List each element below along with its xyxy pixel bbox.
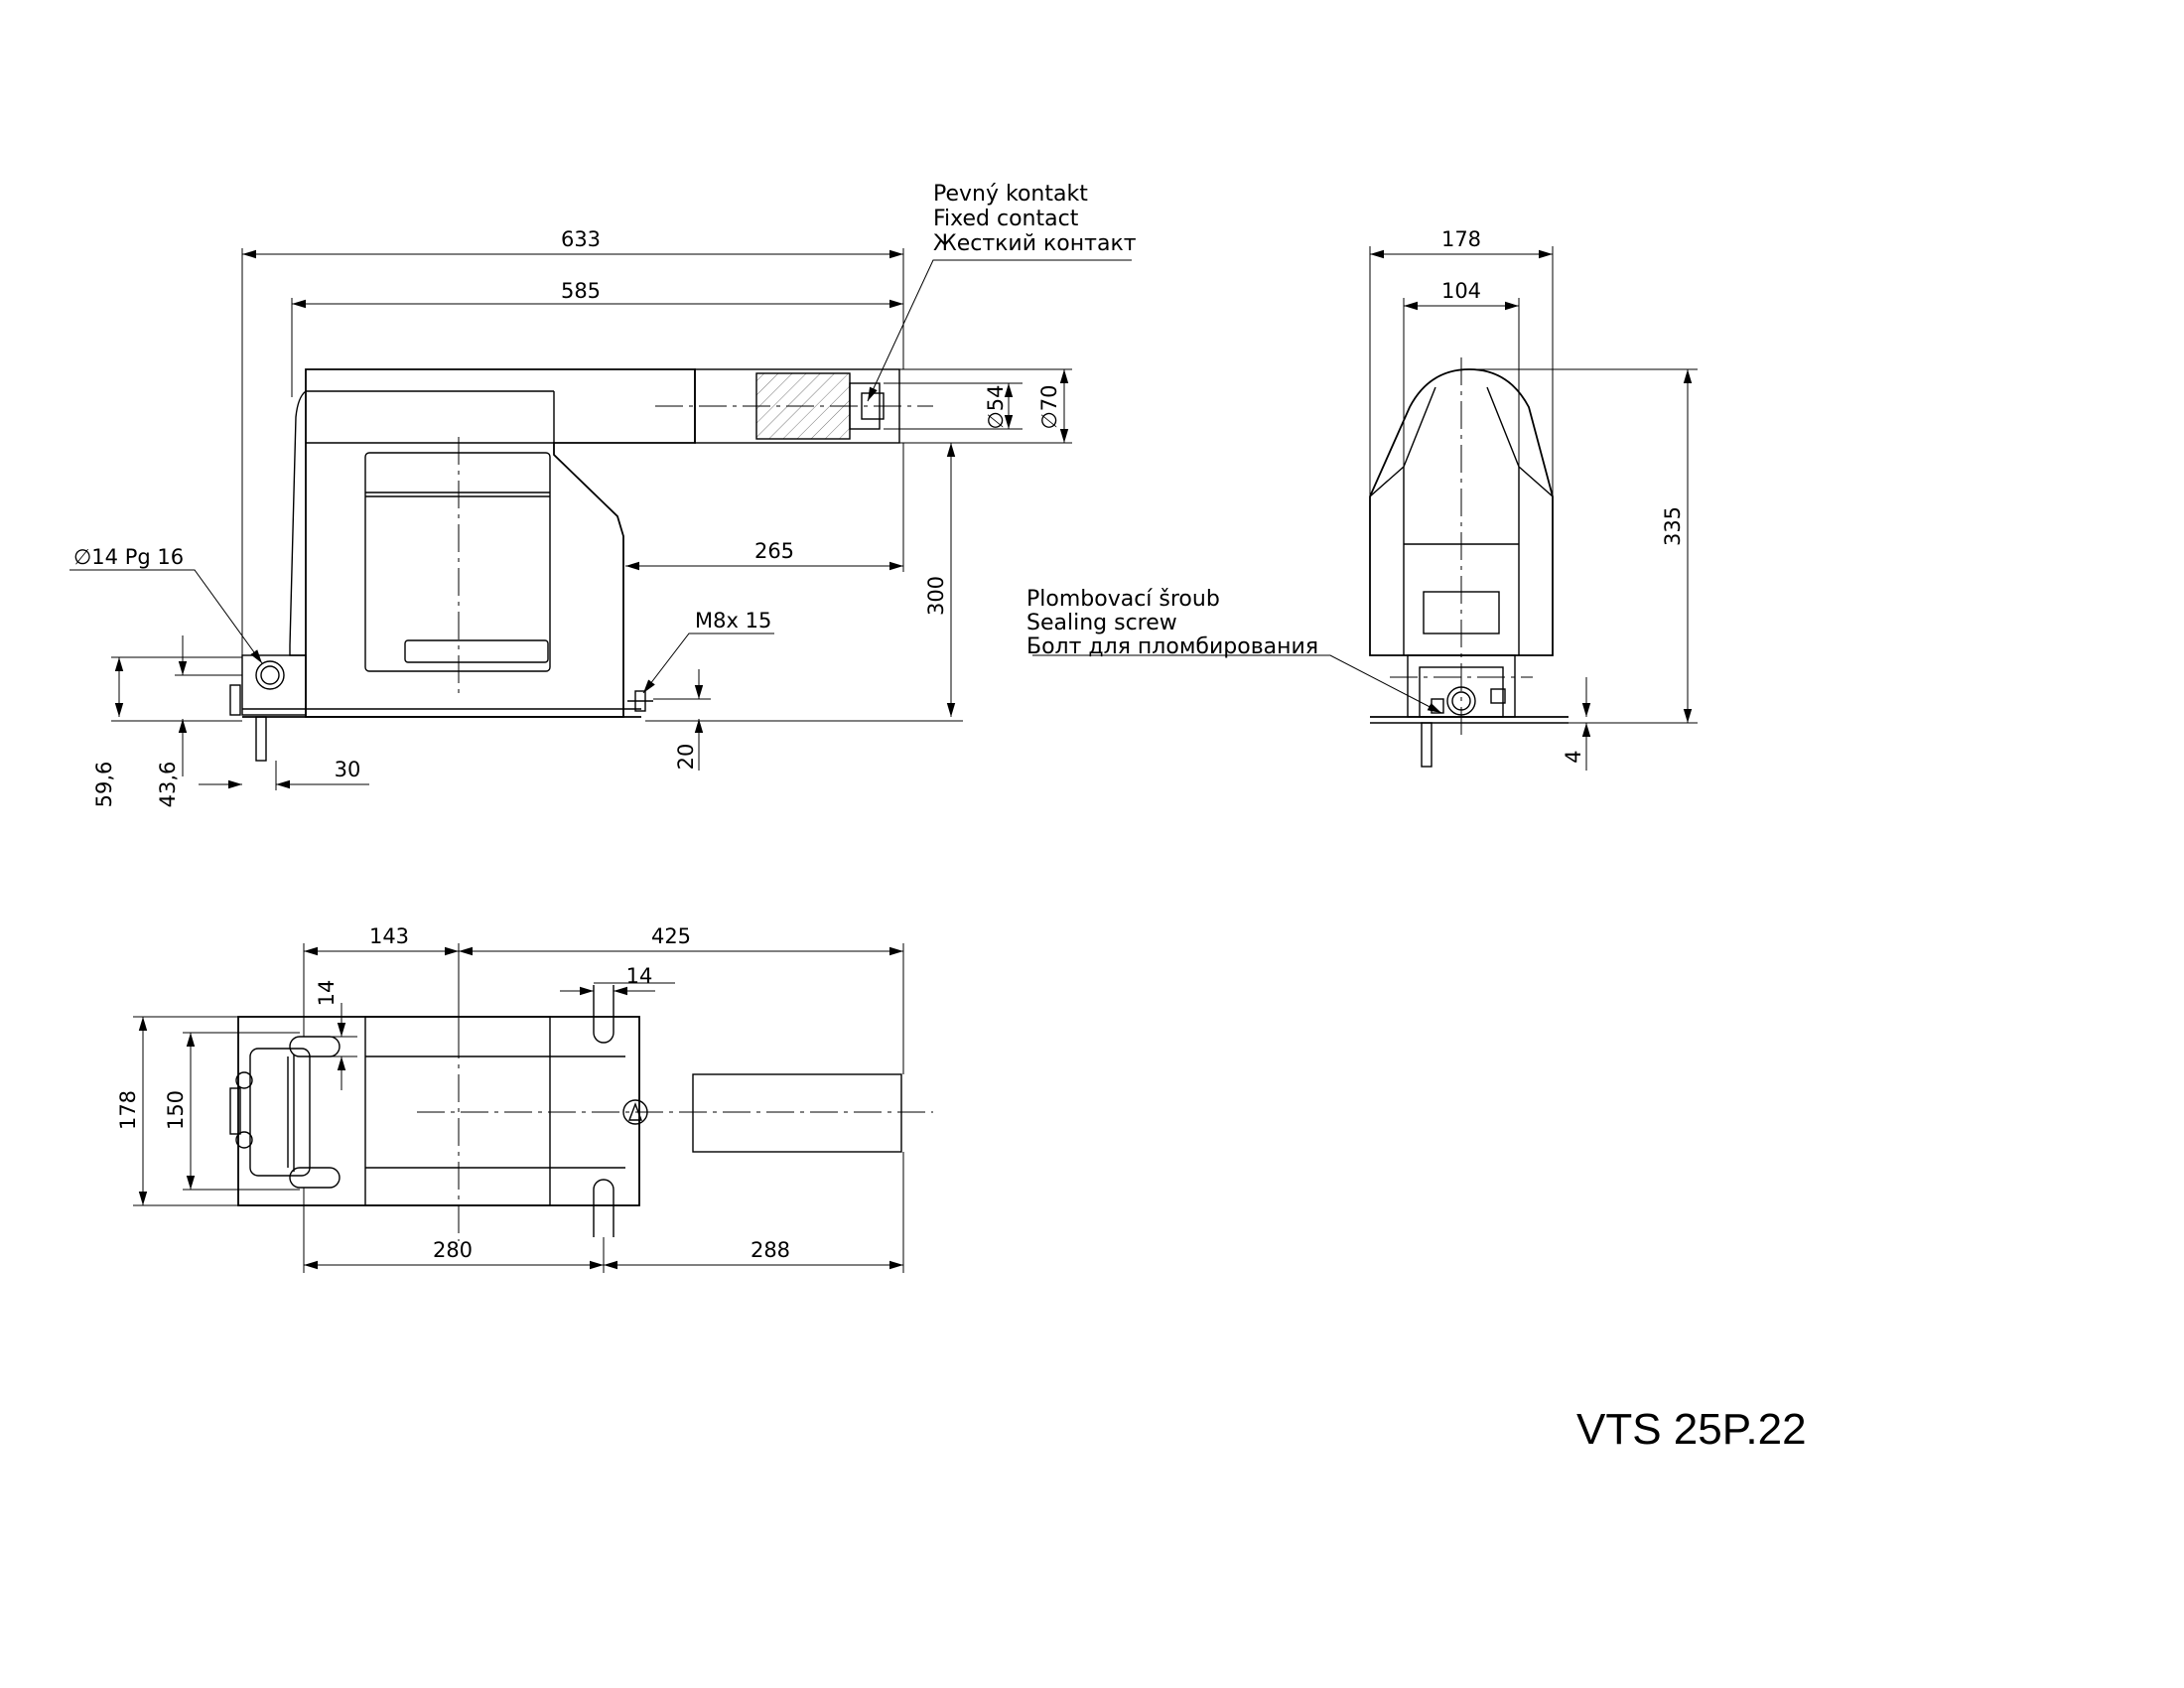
dim-20: 20 <box>674 744 698 771</box>
fixed-contact-en: Fixed contact <box>933 207 1079 231</box>
dim-585: 585 <box>561 279 601 303</box>
fixed-contact-cz: Pevný kontakt <box>933 182 1088 207</box>
dim-43-6: 43,6 <box>156 762 180 808</box>
gland-label: ∅14 Pg 16 <box>73 545 184 569</box>
dim-150: 150 <box>164 1090 188 1130</box>
sealing-screw-cz: Plombovací šroub <box>1026 587 1220 612</box>
front-view: 178 104 335 4 Plombovací šroub Sealing s… <box>1026 227 1698 771</box>
dim-280: 280 <box>433 1238 473 1262</box>
sealing-screw-ru: Болт для пломбирования <box>1026 634 1318 659</box>
dim-30: 30 <box>335 758 361 781</box>
sealing-screw-en: Sealing screw <box>1026 611 1177 635</box>
earth-bolt-label: M8x 15 <box>695 609 771 633</box>
dim-dia-70: ∅70 <box>1037 384 1061 429</box>
top-view: 143 425 14 14 178 150 280 288 <box>116 924 933 1273</box>
dim-14-slot: 14 <box>626 964 653 988</box>
dim-dia-54: ∅54 <box>984 384 1008 429</box>
dim-4: 4 <box>1562 750 1585 763</box>
dim-59-6: 59,6 <box>92 762 116 808</box>
dim-633: 633 <box>561 227 601 251</box>
dim-288: 288 <box>751 1238 790 1262</box>
side-view: 633 585 265 300 ∅54 ∅70 ∅14 Pg 16 M8x 15… <box>69 182 1137 807</box>
dim-178-front: 178 <box>1441 227 1481 251</box>
dim-104: 104 <box>1441 279 1481 303</box>
dim-335: 335 <box>1661 506 1685 546</box>
dim-265: 265 <box>754 539 794 563</box>
fixed-contact-ru: Жесткий контакт <box>933 231 1137 256</box>
dim-14-hole: 14 <box>315 980 339 1007</box>
dim-143: 143 <box>369 924 409 948</box>
dim-300: 300 <box>924 576 948 616</box>
dim-425: 425 <box>651 924 691 948</box>
model-code: VTS 25P.22 <box>1576 1405 1807 1454</box>
dim-178-top: 178 <box>116 1090 140 1130</box>
